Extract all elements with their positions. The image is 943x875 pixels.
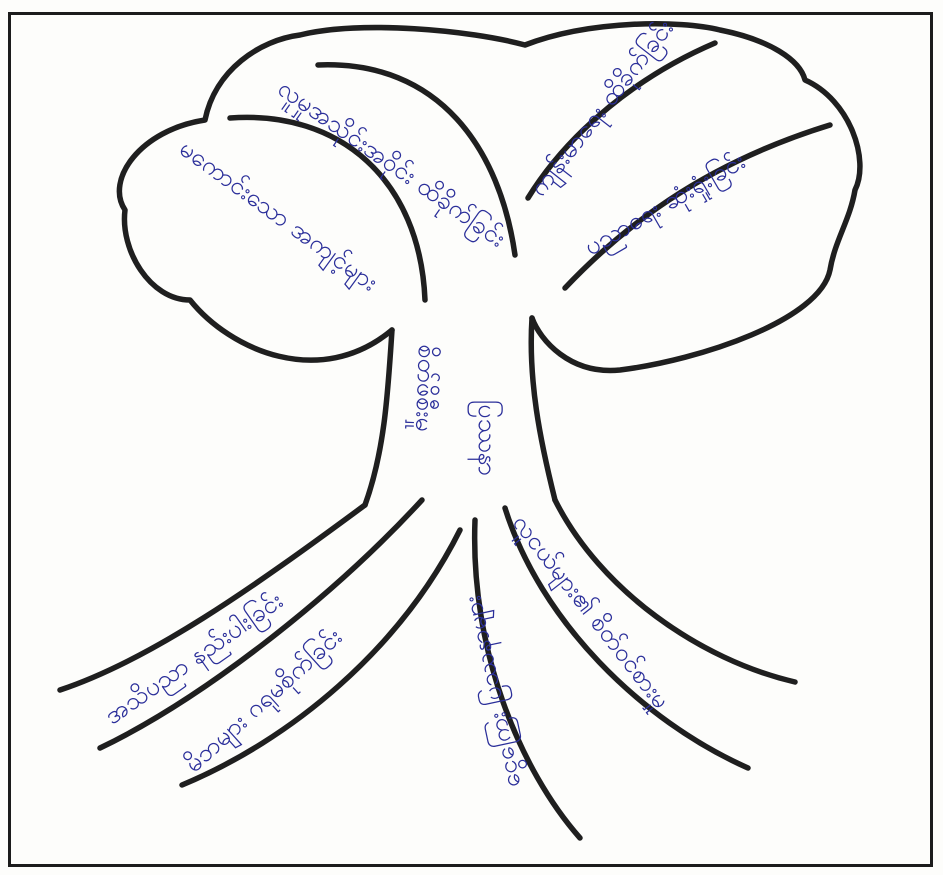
trunk-label: ပြဿနာ [475,400,500,476]
canopy-branch [565,125,830,288]
trunk-left-edge [365,330,392,505]
root-label-1: စိတ်ဖိစီးမှု [412,344,440,432]
